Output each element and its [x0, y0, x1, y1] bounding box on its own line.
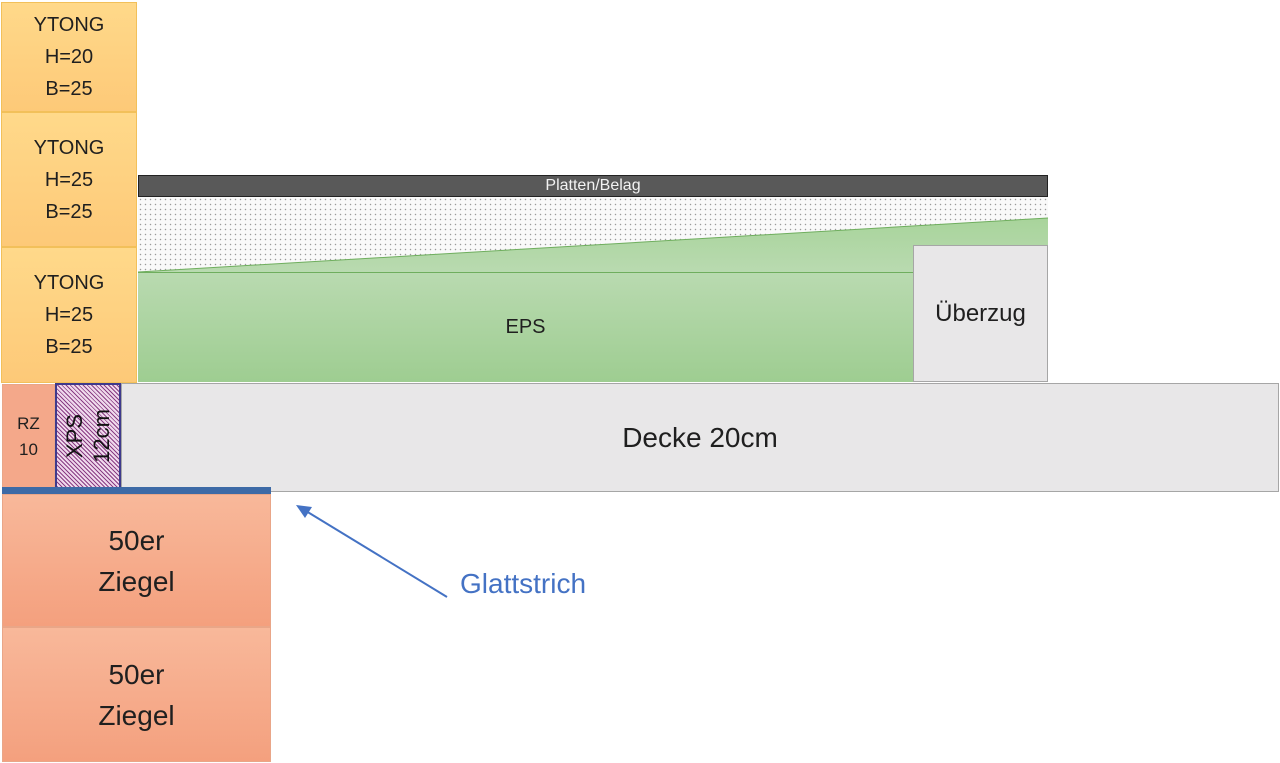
arrow-head — [296, 505, 312, 518]
ceiling-slab-label: Decke 20cm — [622, 421, 778, 453]
ytong-2-line-1: YTONG — [33, 136, 105, 159]
ytong-3-line-2: H=25 — [44, 304, 94, 326]
ytong-1-line-1: YTONG — [33, 14, 105, 36]
brick-1-line-2: Ziegel — [98, 565, 175, 597]
brick-block-2: 50er Ziegel — [2, 627, 271, 762]
rz-line-1: RZ — [17, 413, 40, 433]
ytong-1-line-2: H=20 — [44, 46, 94, 68]
ytong-3-line-1: YTONG — [33, 272, 105, 294]
brick-block-1: 50er Ziegel — [2, 494, 271, 627]
eps-label: EPS — [505, 316, 546, 338]
ytong-block-3: YTONG H=25 B=25 — [1, 247, 137, 383]
downstand-beam-label: Überzug — [935, 299, 1026, 327]
brick-2-line-2: Ziegel — [98, 699, 175, 731]
smooth-plaster-line — [2, 487, 271, 494]
eps-layer: EPS — [138, 272, 913, 382]
ytong-1-line-3: B=25 — [45, 78, 93, 100]
tile-covering-label: Platten/Belag — [545, 177, 641, 194]
glattstrich-label: Glattstrich — [460, 568, 587, 599]
downstand-beam: Überzug — [913, 245, 1048, 382]
ytong-block-2: YTONG H=25 B=25 — [1, 112, 137, 247]
brick-1-line-1: 50er — [108, 524, 165, 556]
ytong-2-line-3: B=25 — [45, 200, 93, 223]
tile-covering-layer: Platten/Belag — [138, 175, 1048, 197]
rz-line-2: 10 — [19, 439, 38, 459]
rz-block: RZ 10 — [2, 384, 55, 489]
ytong-block-1: YTONG H=20 B=25 — [1, 2, 137, 112]
ceiling-slab: Decke 20cm — [121, 383, 1279, 492]
ytong-3-line-3: B=25 — [45, 336, 93, 358]
brick-2-line-1: 50er — [108, 658, 165, 690]
ytong-2-line-2: H=25 — [44, 168, 94, 191]
arrow-shaft — [305, 510, 448, 598]
slope-wedge-edge — [137, 217, 1049, 273]
